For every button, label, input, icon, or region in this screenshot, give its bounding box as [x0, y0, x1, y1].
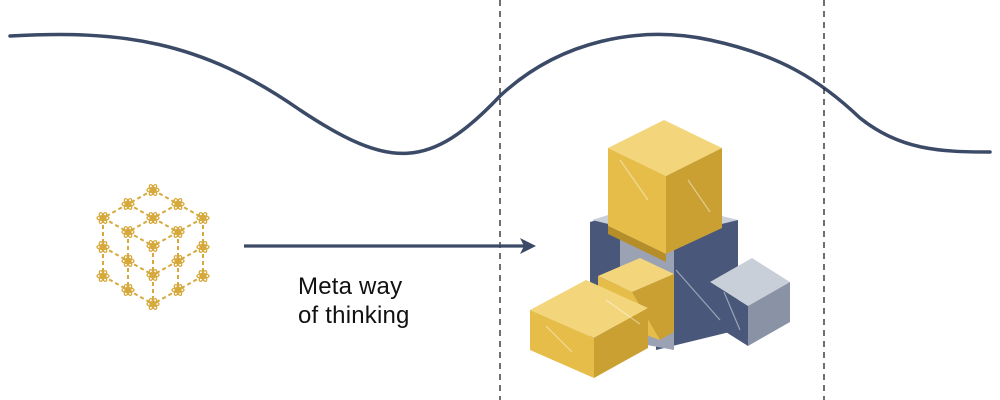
lattice-node	[121, 284, 135, 296]
caption: Meta way of thinking	[298, 272, 498, 330]
lattice-node	[146, 240, 160, 252]
arrow	[244, 238, 536, 254]
stacked-blocks-icon	[530, 120, 790, 378]
lattice-node	[146, 298, 160, 310]
lattice-node	[96, 212, 110, 224]
lattice-node	[121, 226, 135, 238]
lattice-node	[171, 226, 185, 238]
molecular-lattice-cube-icon	[96, 184, 210, 310]
lattice-node	[96, 270, 110, 282]
lattice-node	[196, 241, 210, 253]
lattice-node	[146, 212, 160, 224]
lattice-node	[171, 284, 185, 296]
lattice-node	[146, 269, 160, 281]
lattice-node	[121, 255, 135, 267]
lattice-node	[196, 270, 210, 282]
lattice-node	[121, 198, 135, 210]
lattice-node	[146, 184, 160, 196]
wave-line	[8, 32, 992, 155]
lattice-node	[171, 255, 185, 267]
caption-line-1: Meta way	[298, 273, 403, 300]
lattice-node	[171, 198, 185, 210]
caption-line-2: of thinking	[298, 302, 410, 329]
lattice-node	[196, 212, 210, 224]
lattice-node	[96, 241, 110, 253]
